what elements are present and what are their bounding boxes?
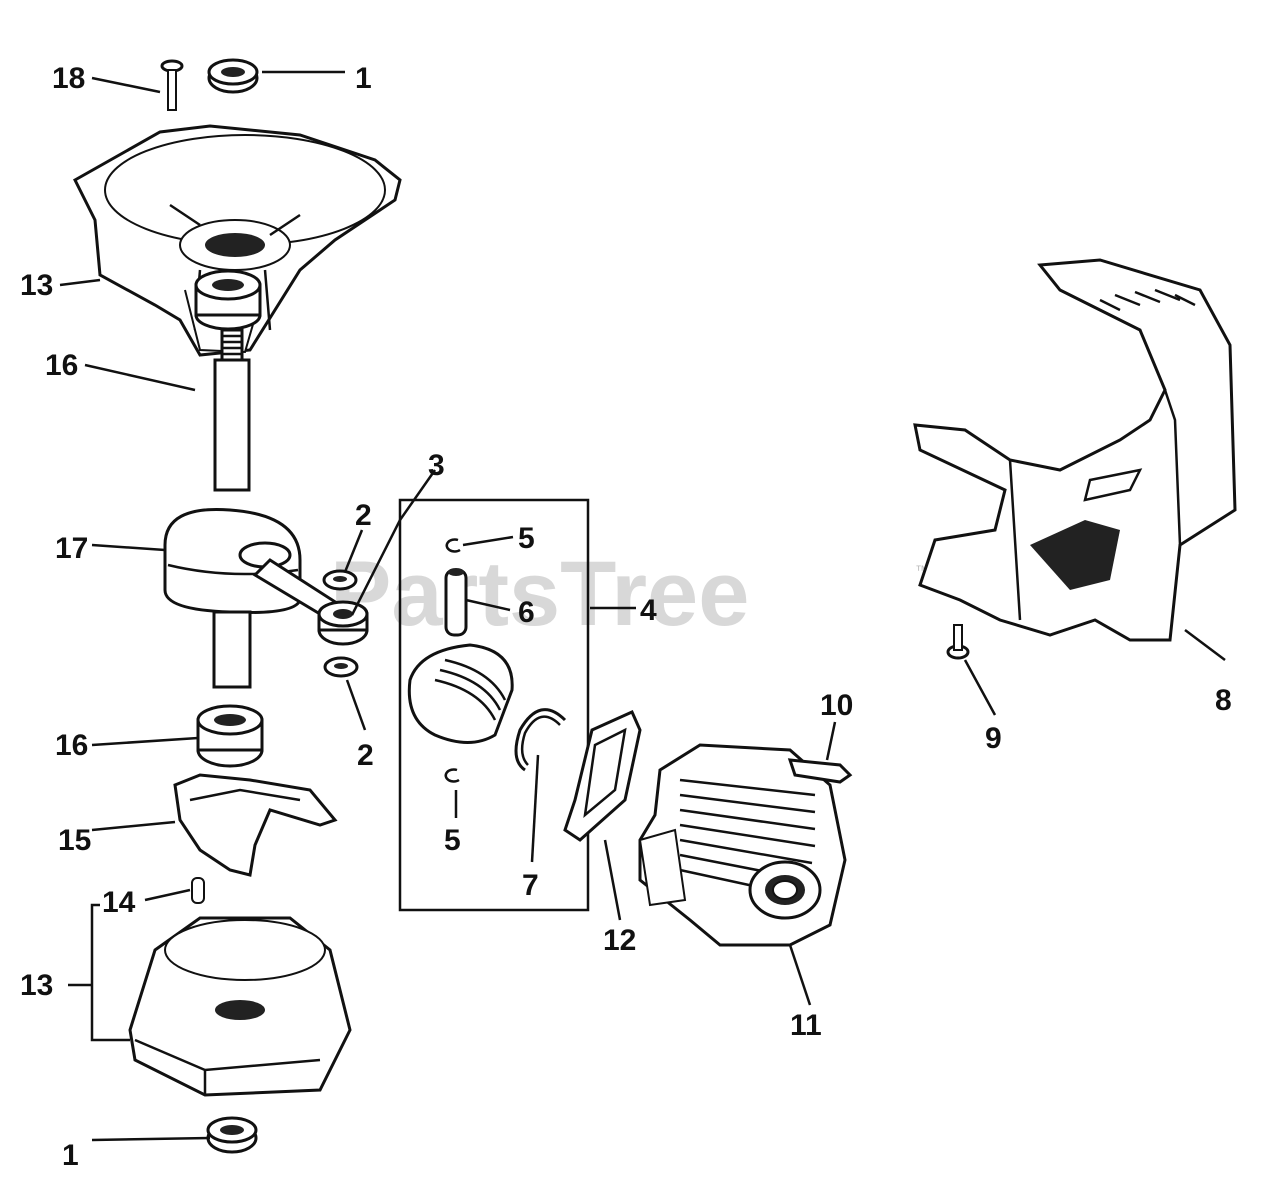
part-5-upper-circlip[interactable] (445, 538, 461, 553)
callout-2-upper: 2 (355, 499, 372, 532)
part-3-needle-bearing[interactable] (317, 600, 369, 646)
callout-2-lower: 2 (357, 739, 374, 772)
part-piston[interactable] (407, 643, 514, 744)
part-8-engine-cover[interactable] (913, 258, 1237, 642)
callout-1-top: 1 (355, 62, 372, 95)
part-7-piston-ring[interactable] (514, 708, 567, 772)
callout-5-lower: 5 (444, 824, 461, 857)
watermark-text: PartsTree (330, 543, 749, 645)
part-16-bottom-bearing[interactable] (196, 704, 264, 768)
part-2-upper-washer[interactable] (322, 569, 358, 591)
part-13-bottom-crankcase-half[interactable] (128, 916, 352, 1097)
callout-3: 3 (428, 449, 445, 482)
callout-13-bottom: 13 (20, 969, 53, 1002)
part-1-bottom-oil-seal[interactable] (206, 1116, 258, 1154)
part-5-lower-circlip[interactable] (444, 768, 460, 783)
callout-7: 7 (522, 869, 539, 902)
callout-13-top: 13 (20, 269, 53, 302)
part-1-top-oil-seal[interactable] (207, 58, 259, 94)
callout-16-bottom: 16 (55, 729, 88, 762)
part-10-plug-clip[interactable] (787, 758, 853, 784)
callout-17: 17 (55, 532, 88, 565)
callout-9: 9 (985, 722, 1002, 755)
part-9-cover-screw[interactable] (946, 624, 970, 660)
callout-4: 4 (640, 594, 657, 627)
callout-11: 11 (790, 1009, 822, 1042)
part-17-crankshaft[interactable] (163, 328, 343, 689)
part-12-cylinder-gasket[interactable] (563, 710, 642, 842)
callout-16-top: 16 (45, 349, 78, 382)
callout-12: 12 (603, 924, 636, 957)
callout-1-bottom: 1 (62, 1139, 79, 1172)
part-14-dowel-pin[interactable] (191, 877, 205, 904)
part-6-piston-pin[interactable] (444, 568, 468, 637)
part-18-screw[interactable] (160, 59, 184, 111)
leader-lines (59, 70, 1226, 1142)
callout-8: 8 (1215, 684, 1232, 717)
callout-10: 10 (820, 689, 853, 722)
part-15-crankcase-gasket[interactable] (173, 773, 338, 877)
callout-labels: 18 1 13 16 17 3 2 2 5 6 4 5 7 12 10 11 8… (20, 62, 1232, 1172)
callout-5-upper: 5 (518, 522, 535, 555)
callout-15: 15 (58, 824, 91, 857)
callout-6: 6 (518, 596, 535, 629)
part-4-piston-kit-bracket (398, 498, 590, 912)
callout-18: 18 (52, 62, 85, 95)
part-2-lower-washer[interactable] (323, 656, 359, 678)
part-16-top-bearing[interactable] (194, 269, 262, 331)
part-11-cylinder[interactable] (638, 743, 847, 947)
callout-14: 14 (102, 886, 136, 919)
